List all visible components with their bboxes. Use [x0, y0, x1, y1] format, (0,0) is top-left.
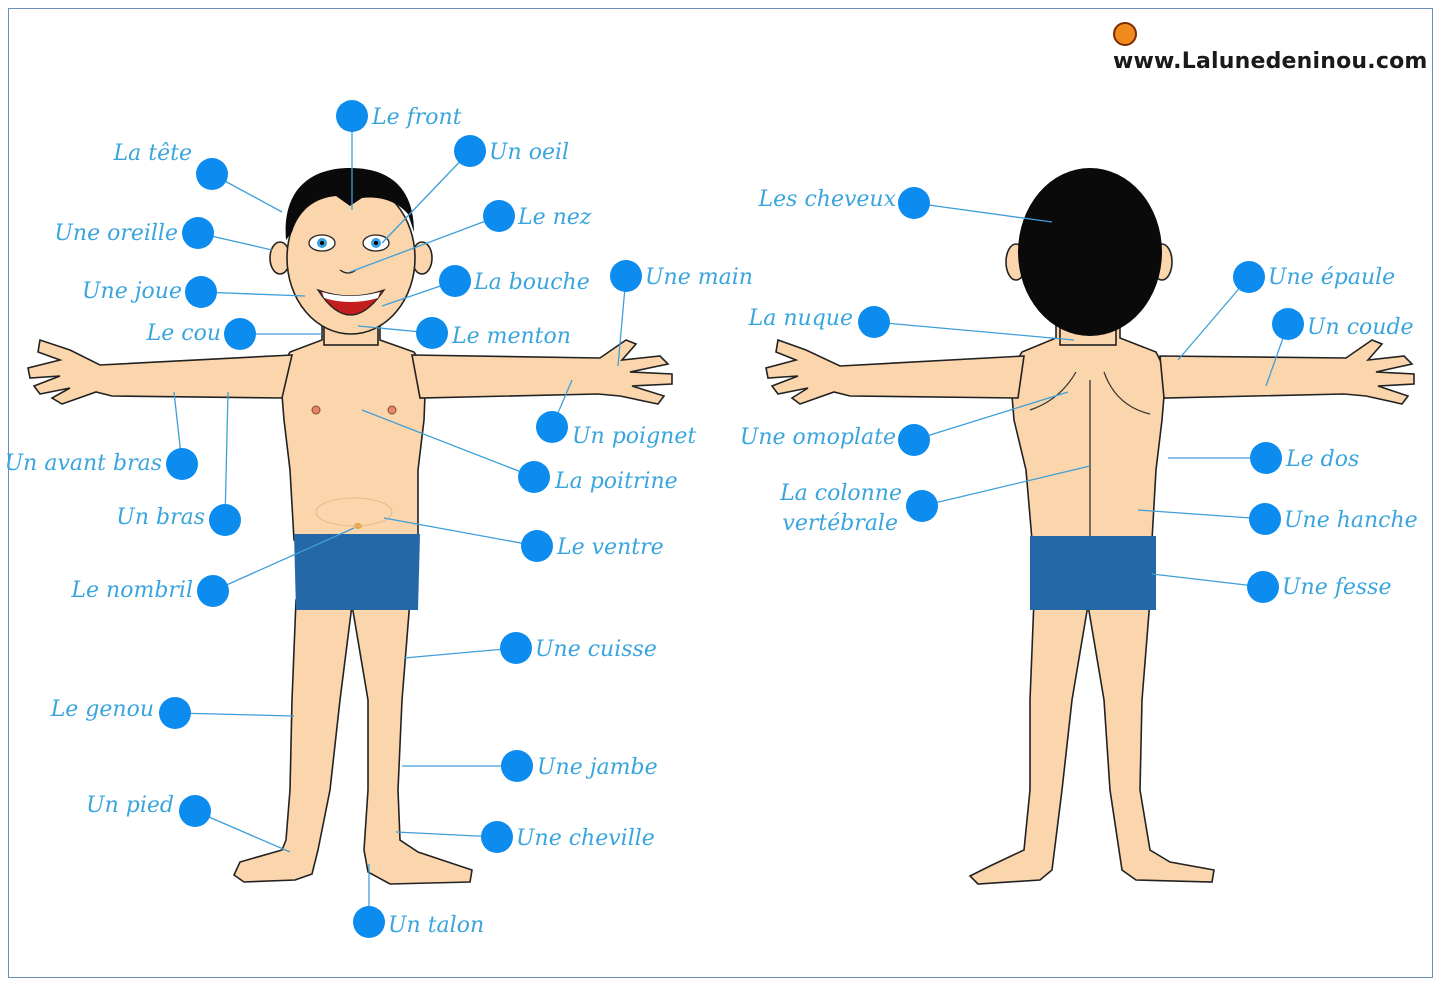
label-oreille: Une oreille [54, 221, 178, 246]
label-avant-bras: Un avant bras [5, 451, 162, 476]
leader-epaule [1178, 277, 1249, 360]
label-bouche: La bouche [473, 270, 590, 295]
front-legs [234, 600, 472, 884]
label-jambe: Une jambe [537, 755, 658, 780]
dot-bras [209, 504, 241, 536]
label-menton: Le menton [451, 324, 571, 349]
front-right-nipple [388, 406, 396, 414]
leader-hanche [1138, 510, 1265, 519]
dot-ventre [521, 530, 553, 562]
dot-cuisse [500, 632, 532, 664]
dot-oreille [182, 217, 214, 249]
dot-talon [353, 906, 385, 938]
dot-cou [224, 318, 256, 350]
dot-jambe [501, 750, 533, 782]
label-oeil: Un oeil [489, 140, 569, 165]
front-right-arm [412, 340, 672, 404]
back-hair [1018, 168, 1162, 336]
label-nuque: La nuque [748, 306, 853, 331]
dot-oeil [454, 135, 486, 167]
label-colonne-line2: vertébrale [782, 511, 898, 536]
label-dos: Le dos [1285, 447, 1359, 472]
dot-nuque [858, 306, 890, 338]
label-cheveux: Les cheveux [758, 187, 897, 212]
front-torso [280, 318, 426, 540]
dot-nez [483, 200, 515, 232]
label-colonne-line1: La colonne [779, 481, 902, 506]
label-bras: Un bras [116, 505, 205, 530]
label-hanche: Une hanche [1284, 508, 1418, 533]
dot-front [336, 100, 368, 132]
leader-bras [225, 392, 228, 520]
label-poitrine: La poitrine [554, 469, 678, 494]
front-left-pupil [320, 241, 324, 245]
dot-poignet [536, 411, 568, 443]
label-genou: Le genou [50, 697, 154, 722]
label-front: Le front [371, 105, 462, 130]
dot-poitrine [518, 461, 550, 493]
dot-cheveux [898, 187, 930, 219]
dot-bouche [439, 265, 471, 297]
label-fesse: Une fesse [1282, 575, 1391, 600]
back-torso [1010, 318, 1166, 540]
label-ventre: Le ventre [556, 535, 664, 560]
label-pied: Un pied [86, 793, 174, 818]
leader-nuque [874, 322, 1074, 340]
front-shorts [294, 534, 420, 610]
label-nez: Le nez [517, 205, 592, 230]
label-cheville: Une cheville [516, 826, 655, 851]
label-cuisse: Une cuisse [535, 637, 657, 662]
dot-main [610, 260, 642, 292]
dot-dos [1250, 442, 1282, 474]
dot-avant-bras [166, 448, 198, 480]
back-right-arm [1160, 340, 1414, 404]
dot-hanche [1249, 503, 1281, 535]
label-tete: La tête [113, 141, 192, 166]
front-left-nipple [312, 406, 320, 414]
dot-fesse [1247, 571, 1279, 603]
label-poignet: Un poignet [572, 424, 696, 449]
dot-coude [1272, 308, 1304, 340]
back-left-arm [766, 340, 1024, 404]
label-coude: Un coude [1307, 315, 1414, 340]
dot-joue [185, 276, 217, 308]
label-epaule: Une épaule [1268, 265, 1395, 290]
label-cou: Le cou [146, 321, 221, 346]
label-joue: Une joue [82, 279, 182, 304]
back-legs [970, 600, 1214, 884]
label-main: Une main [645, 265, 753, 290]
label-talon: Un talon [388, 913, 484, 938]
dot-pied [179, 795, 211, 827]
front-left-arm [28, 340, 292, 404]
label-nombril: Le nombril [70, 578, 193, 603]
leader-fesse [1152, 574, 1263, 587]
leader-cuisse [404, 648, 516, 658]
dot-cheville [481, 821, 513, 853]
dot-tete [196, 158, 228, 190]
dot-genou [159, 697, 191, 729]
label-omoplate: Une omoplate [740, 425, 896, 450]
front-right-pupil [374, 241, 378, 245]
dot-epaule [1233, 261, 1265, 293]
dot-nombril [197, 575, 229, 607]
leader-genou [175, 713, 294, 716]
back-shorts [1030, 536, 1156, 610]
dot-omoplate [898, 424, 930, 456]
dot-colonne [906, 490, 938, 522]
dot-menton [416, 317, 448, 349]
